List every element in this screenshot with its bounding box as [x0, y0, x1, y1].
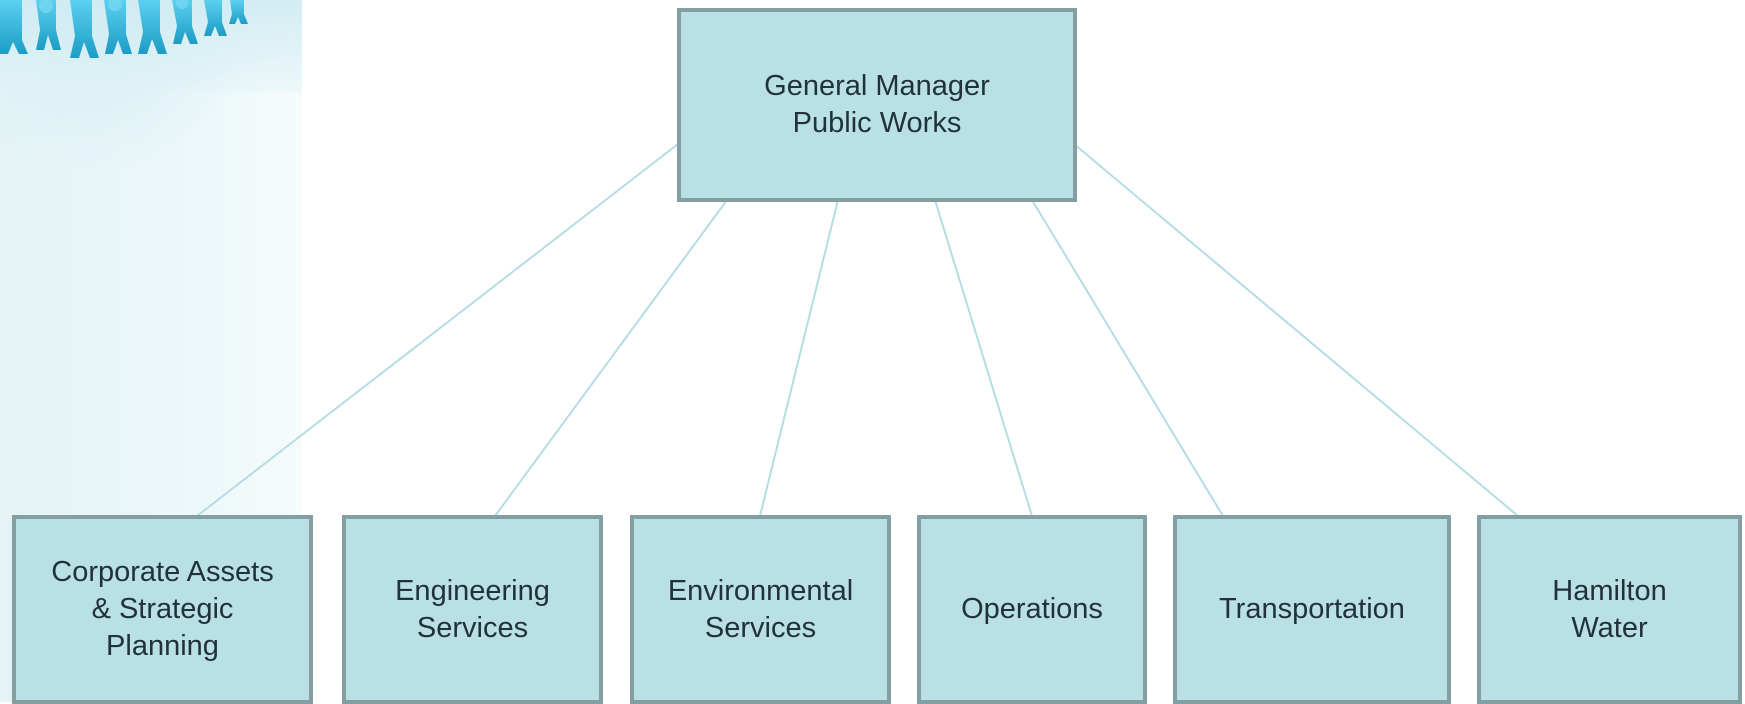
- connector-root-to-engineering: [494, 199, 728, 517]
- child-node-transportation: Transportation: [1173, 515, 1451, 704]
- connector-root-to-transportation: [1031, 199, 1224, 517]
- connector-root-to-hamilton-water: [1073, 143, 1519, 517]
- child-node-operations: Operations: [917, 515, 1147, 704]
- connector-root-to-environmental: [759, 199, 839, 517]
- child-node-environmental-services: Environmental Services: [630, 515, 891, 704]
- people-crowd-icon: [0, 0, 248, 58]
- child-node-hamilton-water: Hamilton Water: [1477, 515, 1742, 704]
- root-node-general-manager: General Manager Public Works: [677, 8, 1077, 202]
- connector-root-to-operations: [934, 199, 1033, 517]
- child-node-engineering-services: Engineering Services: [342, 515, 603, 704]
- connector-root-to-corporate-assets: [196, 143, 679, 517]
- child-node-corporate-assets: Corporate Assets & Strategic Planning: [12, 515, 313, 704]
